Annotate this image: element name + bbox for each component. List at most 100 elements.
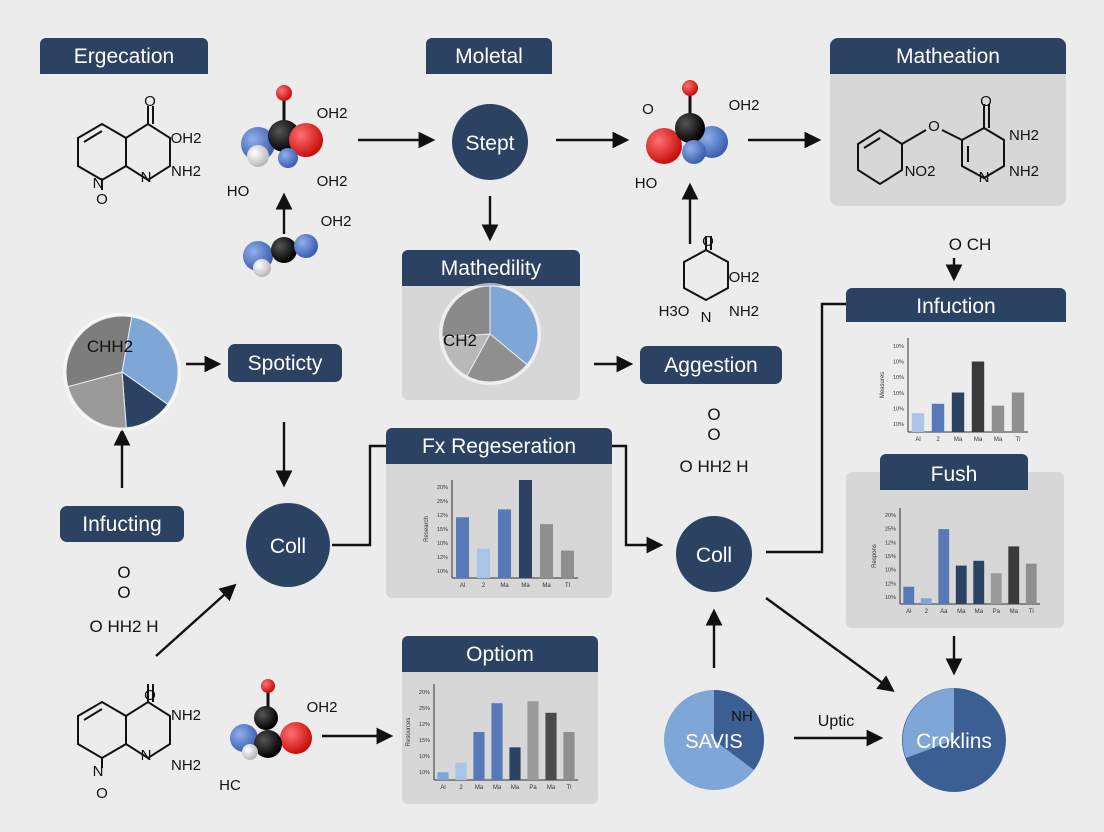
- bar: [497, 509, 512, 578]
- x-tick-label: Pa: [529, 785, 537, 791]
- connector-coll-to-infuction: [766, 302, 846, 554]
- x-tick-label: Ma: [974, 437, 983, 443]
- chem-label: NH2: [1009, 163, 1039, 180]
- y-tick-label: 12%: [437, 513, 448, 519]
- x-tick-label: 2: [925, 609, 929, 615]
- y-tick-label: 12%: [885, 581, 896, 587]
- y-tick-label: 12%: [437, 555, 448, 561]
- y-tick-label: 10%: [893, 407, 904, 413]
- chem-label: NH2: [1009, 127, 1039, 144]
- bar: [545, 712, 557, 780]
- bar: [473, 732, 485, 780]
- bar: [951, 392, 965, 432]
- y-tick-label: 10%: [885, 595, 896, 601]
- molecule-model-icon: [241, 85, 323, 168]
- node-savis-label: SAVIS: [685, 731, 742, 753]
- connector-coll-to-fx: [332, 444, 386, 547]
- header-optiom-label: Optiom: [466, 643, 534, 666]
- fush-panel: [846, 472, 1064, 628]
- pill-aggestion-label: Aggestion: [664, 354, 757, 377]
- header-ergecation-label: Ergecation: [74, 45, 174, 68]
- x-tick-label: Ma: [542, 583, 551, 589]
- x-tick-label: Aa: [940, 609, 948, 615]
- bar: [955, 565, 967, 604]
- x-tick-label: Pa: [993, 609, 1001, 615]
- x-tick-label: Tl: [567, 785, 572, 791]
- chem-label: O: [96, 785, 108, 802]
- y-tick-label: 10%: [893, 375, 904, 381]
- y-tick-label: 15%: [437, 527, 448, 533]
- chem-label: O HH2 H: [90, 617, 159, 636]
- pill-spoticty-label: Spoticty: [248, 352, 323, 375]
- node-coll-left: Coll: [246, 503, 330, 587]
- bar: [509, 747, 521, 780]
- node-stept: Stept: [452, 104, 528, 180]
- chem-label: O: [702, 233, 714, 250]
- pie-annotation: CHH2: [87, 337, 133, 356]
- bar: [539, 524, 554, 578]
- x-tick-label: 2: [459, 785, 463, 791]
- chem-label: HO: [635, 175, 658, 192]
- x-tick-label: 2: [482, 583, 486, 589]
- x-tick-label: Al: [440, 785, 445, 791]
- chem-label: O: [642, 101, 654, 118]
- pie-slice: [466, 333, 528, 383]
- chem-label: O: [96, 191, 108, 208]
- header-fush-label: Fush: [931, 463, 978, 486]
- y-axis-label: Research: [424, 516, 430, 542]
- pie-slice: [65, 315, 133, 388]
- header-matheation: Matheation: [830, 38, 1066, 74]
- y-tick-label: 12%: [419, 722, 430, 728]
- bar: [971, 361, 985, 432]
- y-tick-label: 15%: [419, 738, 430, 744]
- chem-label: NH2: [729, 303, 759, 320]
- x-tick-label: Tl: [1016, 437, 1021, 443]
- y-tick-label: 20%: [437, 485, 448, 491]
- pill-aggestion: Aggestion: [640, 346, 782, 384]
- node-coll-right-label: Coll: [696, 544, 732, 567]
- header-infuction: Infuction: [846, 288, 1066, 322]
- node-coll-left-label: Coll: [270, 535, 306, 558]
- chem-label: O: [117, 563, 130, 582]
- chem-label: OH2: [729, 97, 760, 114]
- chem-label: OH2: [321, 213, 352, 230]
- y-axis-label: Respons: [872, 544, 878, 568]
- bar: [1025, 563, 1037, 604]
- heterocycle-ring-icon: [683, 236, 729, 302]
- molecule-model-icon: [243, 234, 318, 277]
- pill-spoticty: Spoticty: [228, 344, 342, 382]
- chem-label: N: [141, 747, 152, 764]
- header-optiom: Optiom: [402, 636, 598, 672]
- header-fush: Fush: [880, 454, 1028, 490]
- bar: [990, 573, 1002, 604]
- chem-label: H3O: [659, 303, 690, 320]
- chem-label: O: [928, 118, 940, 135]
- chem-label: O: [707, 425, 720, 444]
- x-tick-label: Ma: [475, 785, 484, 791]
- header-moletal: Moletal: [426, 38, 552, 74]
- chem-label: OH2: [307, 699, 338, 716]
- chem-label: O: [144, 687, 156, 704]
- x-tick-label: Tl: [1029, 609, 1034, 615]
- pie-slice: [67, 371, 127, 429]
- node-coll-right: Coll: [676, 516, 752, 592]
- chem-label: O: [144, 93, 156, 110]
- node-croklins: Croklins: [902, 688, 1006, 792]
- molecule-model-icon: [646, 80, 728, 164]
- chem-label: OH2: [317, 173, 348, 190]
- chem-label: OH2: [729, 269, 760, 286]
- x-tick-label: Ma: [521, 583, 530, 589]
- bar: [455, 517, 470, 578]
- x-tick-label: Ma: [1010, 609, 1019, 615]
- y-tick-label: 10%: [893, 344, 904, 350]
- chem-label: O: [117, 583, 130, 602]
- pie-slice: [121, 316, 179, 405]
- bar: [563, 732, 575, 780]
- bar: [518, 480, 533, 578]
- pie-annotation: CH2: [443, 331, 477, 350]
- header-ergecation: Ergecation: [40, 38, 208, 74]
- y-axis-label: Measures: [880, 372, 886, 398]
- chem-label: NH2: [171, 757, 201, 774]
